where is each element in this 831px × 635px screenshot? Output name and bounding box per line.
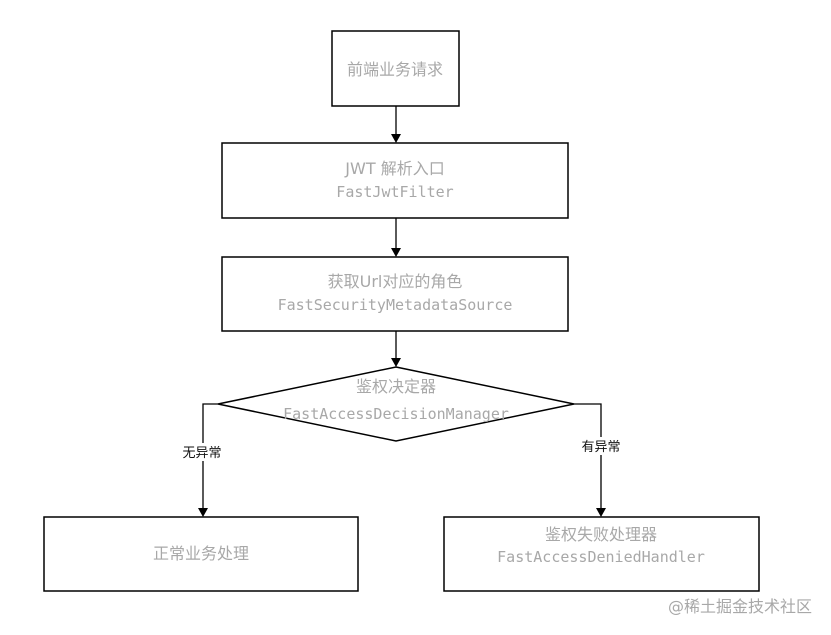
- edge-label-bg-no-exception: [178, 443, 226, 461]
- node-jwt-title: JWT 解析入口: [344, 159, 444, 178]
- edge-decision-to-denied: [574, 403, 602, 508]
- edge-label-no-exception: 无异常: [182, 446, 221, 461]
- edge-decision-to-normal: [202, 403, 218, 508]
- arrow-jwt-to-metadata: [391, 248, 401, 257]
- node-denied-subtitle: FastAccessDeniedHandler: [497, 548, 705, 566]
- node-metadata-title: 获取Url对应的角色: [328, 272, 463, 291]
- node-decision-subtitle: FastAccessDecisionManager: [283, 405, 509, 423]
- watermark-text: @稀土掘金技术社区: [668, 597, 812, 616]
- node-normal-title: 正常业务处理: [153, 544, 249, 563]
- node-request-box: [331, 30, 460, 107]
- node-metadata-box: [221, 256, 569, 332]
- arrow-request-to-jwt: [391, 134, 401, 143]
- arrow-decision-to-denied: [596, 508, 606, 517]
- node-denied-title: 鉴权失败处理器: [545, 525, 657, 544]
- arrow-metadata-to-decision: [391, 358, 401, 367]
- node-normal-box: [43, 516, 359, 592]
- node-denied-box: [443, 516, 760, 592]
- node-decision-diamond: [217, 366, 575, 442]
- node-decision-title: 鉴权决定器: [356, 377, 436, 396]
- node-jwt-subtitle: FastJwtFilter: [336, 183, 453, 201]
- edge-label-has-exception: 有异常: [581, 440, 620, 455]
- node-jwt-box: [221, 142, 569, 219]
- node-request-title: 前端业务请求: [347, 60, 443, 79]
- node-metadata-subtitle: FastSecurityMetadataSource: [278, 296, 513, 314]
- arrow-decision-to-normal: [198, 508, 208, 517]
- edge-label-bg-has-exception: [577, 437, 625, 455]
